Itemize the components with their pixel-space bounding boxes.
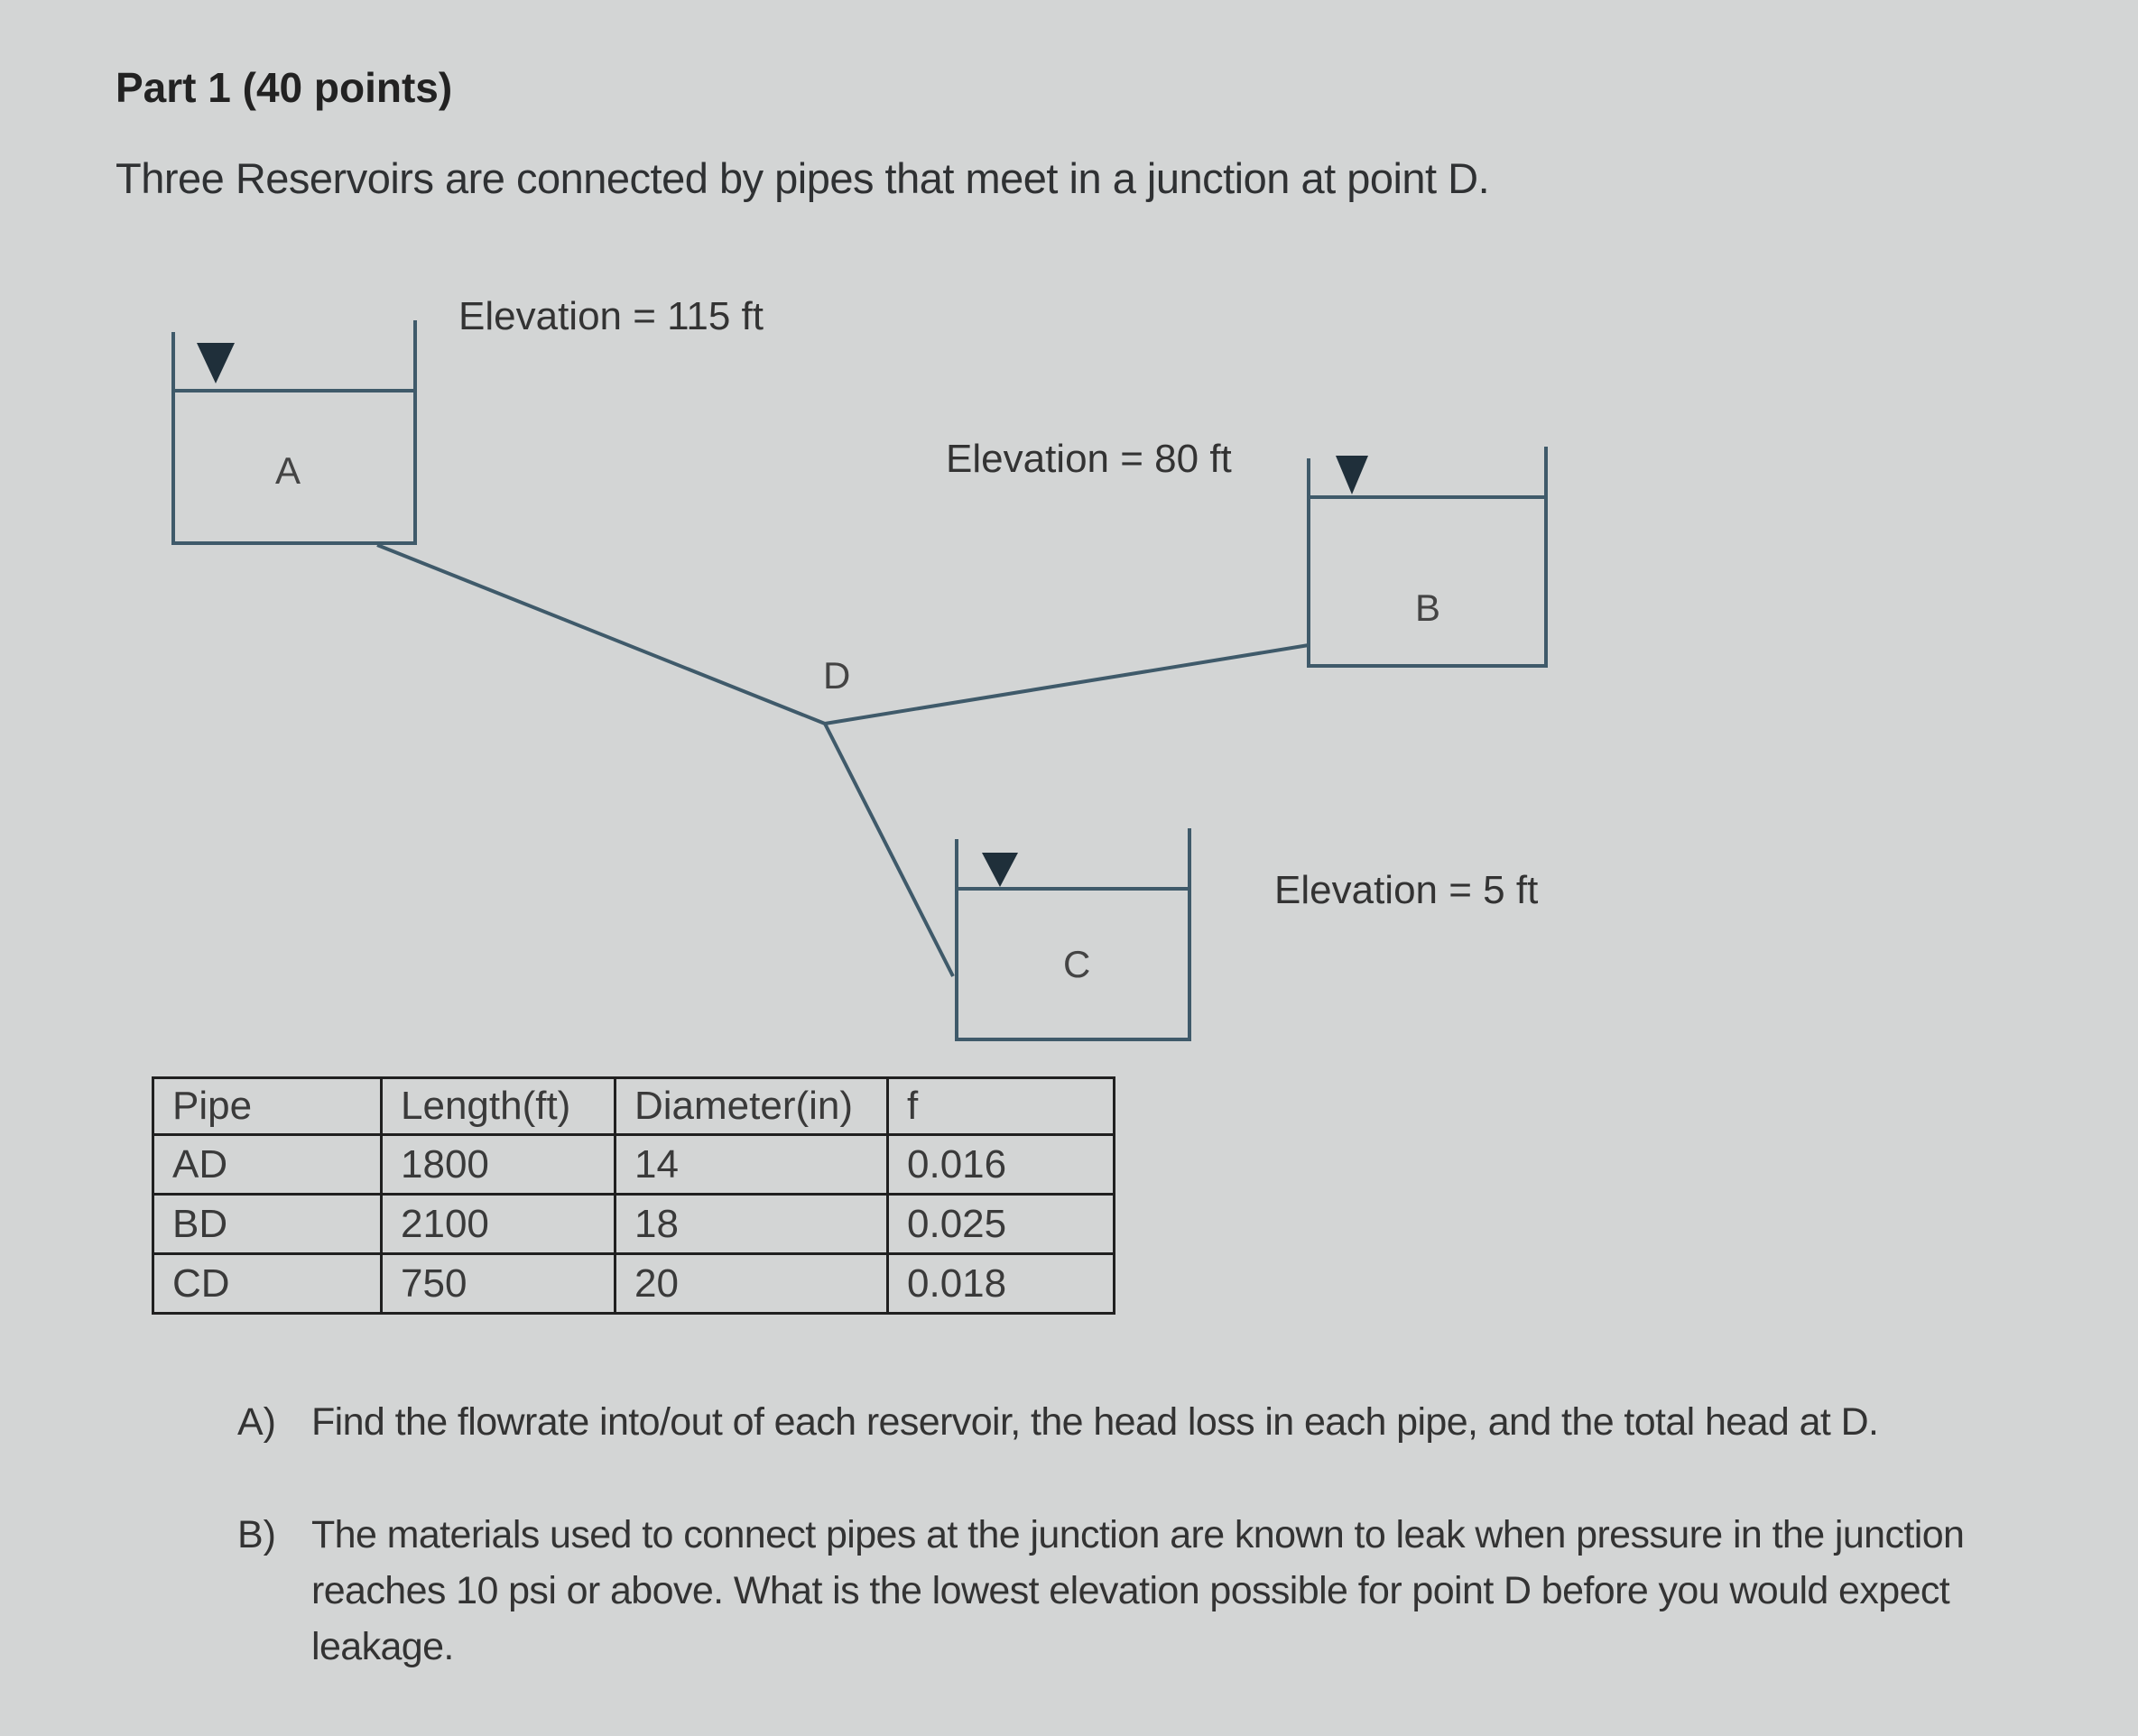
pipe-ad	[376, 543, 826, 725]
question-a-marker: A)	[237, 1400, 276, 1444]
water-level-marker-b-icon	[1336, 456, 1368, 494]
cell-length: 2100	[380, 1193, 616, 1255]
cell-pipe: BD	[152, 1193, 383, 1255]
cell-length: 1800	[380, 1133, 616, 1196]
question-b-marker: B)	[237, 1513, 276, 1556]
pipe-bd	[824, 643, 1310, 725]
question-a-text: Find the flowrate into/out of each reser…	[311, 1400, 1879, 1444]
cell-pipe: AD	[152, 1133, 383, 1196]
reservoir-a	[171, 320, 417, 545]
elevation-label-c: Elevation = 5 ft	[1274, 868, 1539, 912]
reservoir-c	[955, 828, 1191, 1041]
cell-pipe: CD	[152, 1252, 383, 1315]
pipe-properties-table: Pipe Length(ft) Diameter(in) f AD 1800 1…	[152, 1076, 1115, 1315]
elevation-label-a: Elevation = 115 ft	[458, 294, 764, 338]
pipe-cd	[823, 723, 955, 977]
cell-diameter: 14	[614, 1133, 889, 1196]
reservoir-b	[1307, 447, 1548, 668]
reservoir-label-b: B	[1415, 586, 1441, 629]
table-header-row: Pipe Length(ft) Diameter(in) f	[152, 1076, 1115, 1136]
cell-friction: 0.016	[886, 1133, 1115, 1196]
cell-diameter: 18	[614, 1193, 889, 1255]
elevation-label-b: Elevation = 80 ft	[946, 437, 1232, 481]
table-row: BD 2100 18 0.025	[152, 1193, 1115, 1255]
cell-friction: 0.025	[886, 1193, 1115, 1255]
header-diameter: Diameter(in)	[614, 1076, 889, 1136]
page-title: Part 1 (40 points)	[116, 64, 453, 111]
reservoir-label-a: A	[275, 449, 301, 492]
header-pipe: Pipe	[152, 1076, 383, 1136]
table-row: AD 1800 14 0.016	[152, 1133, 1115, 1196]
cell-length: 750	[380, 1252, 616, 1315]
header-length: Length(ft)	[380, 1076, 616, 1136]
junction-label-d: D	[823, 654, 851, 697]
table-row: CD 750 20 0.018	[152, 1252, 1115, 1315]
header-friction: f	[886, 1076, 1115, 1136]
reservoir-label-c: C	[1063, 943, 1091, 985]
cell-friction: 0.018	[886, 1252, 1115, 1315]
cell-diameter: 20	[614, 1252, 889, 1315]
water-level-marker-a-icon	[197, 343, 235, 383]
water-level-marker-c-icon	[982, 853, 1018, 887]
question-b-text: The materials used to connect pipes at t…	[311, 1513, 1965, 1668]
problem-intro: Three Reservoirs are connected by pipes …	[116, 154, 1490, 202]
